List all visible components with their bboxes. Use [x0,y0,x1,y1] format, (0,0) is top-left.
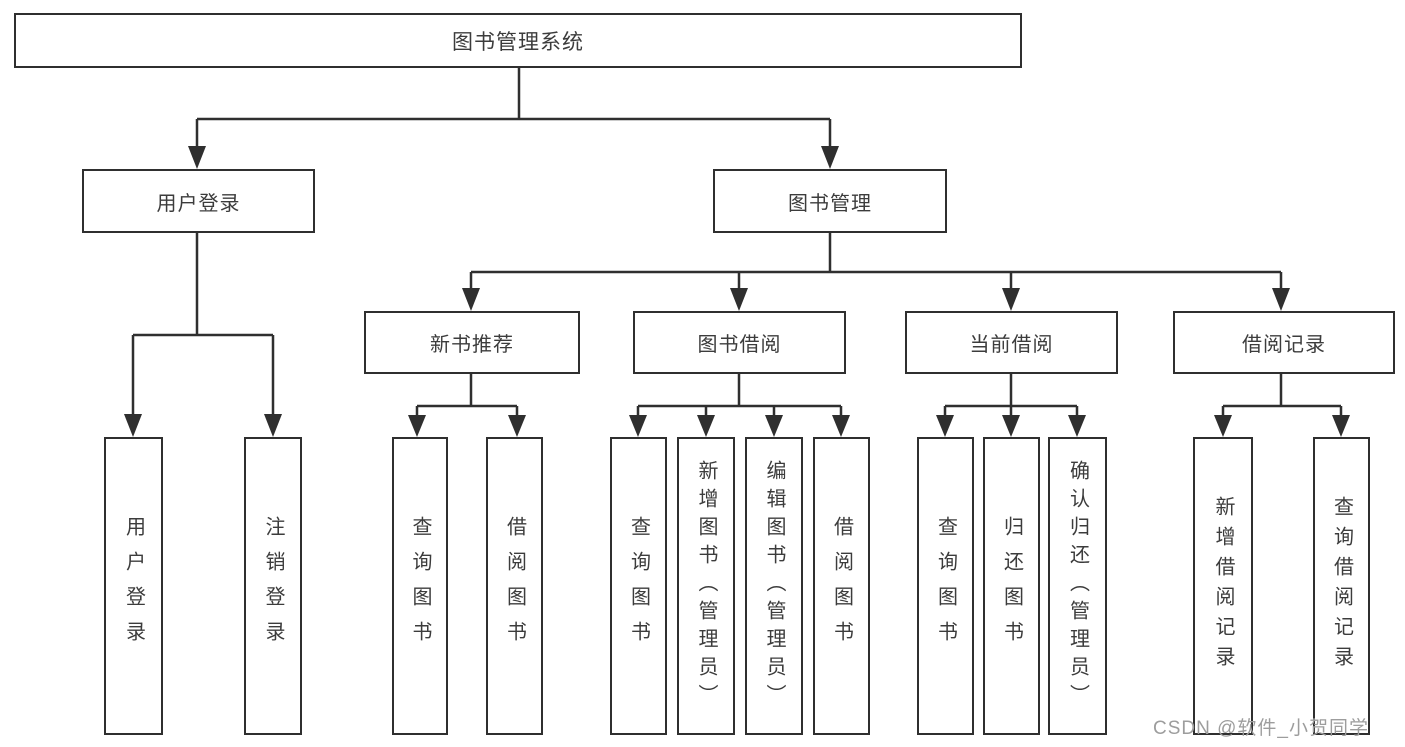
leaf-current-return-book: 归还图书 [983,437,1040,735]
leaf-record-query-borrow-record: 查询借阅记录 [1313,437,1370,735]
node-book-management-label: 图书管理 [788,192,872,215]
node-book-borrow: 图书借阅 [633,311,846,374]
leaf-borrow-edit-book-admin: 编辑图书（管理员） [745,437,803,735]
node-current-borrow: 当前借阅 [905,311,1118,374]
leaf-record-add-borrow-record: 新增借阅记录 [1193,437,1253,735]
leaf-user-login: 用户登录 [104,437,163,735]
leaf-borrow-query-book: 查询图书 [610,437,667,735]
node-book-borrow-label: 图书借阅 [697,334,782,356]
leaf-newrec-query-book: 查询图书 [392,437,448,735]
node-borrow-records: 借阅记录 [1173,311,1395,374]
leaf-borrow-borrow-book: 借阅图书 [813,437,870,735]
csdn-watermark: CSDN @软件_小贺同学 [1153,718,1369,739]
leaf-current-query-book: 查询图书 [917,437,974,735]
node-borrow-records-label: 借阅记录 [1242,334,1326,356]
leaf-borrow-add-book-admin: 新增图书（管理员） [677,437,735,735]
node-new-book-recommend: 新书推荐 [364,311,580,374]
leaf-logout-login: 注销登录 [244,437,302,735]
node-current-borrow-label: 当前借阅 [969,334,1054,356]
leaf-newrec-borrow-book: 借阅图书 [486,437,543,735]
node-new-book-recommend-label: 新书推荐 [430,334,514,356]
node-library-system: 图书管理系统 [14,13,1022,68]
leaf-current-confirm-return-admin: 确认归还（管理员） [1048,437,1107,735]
node-user-login: 用户登录 [82,169,315,233]
node-library-system-label: 图书管理系统 [452,30,584,54]
node-user-login-label: 用户登录 [156,192,241,215]
node-book-management: 图书管理 [713,169,947,233]
